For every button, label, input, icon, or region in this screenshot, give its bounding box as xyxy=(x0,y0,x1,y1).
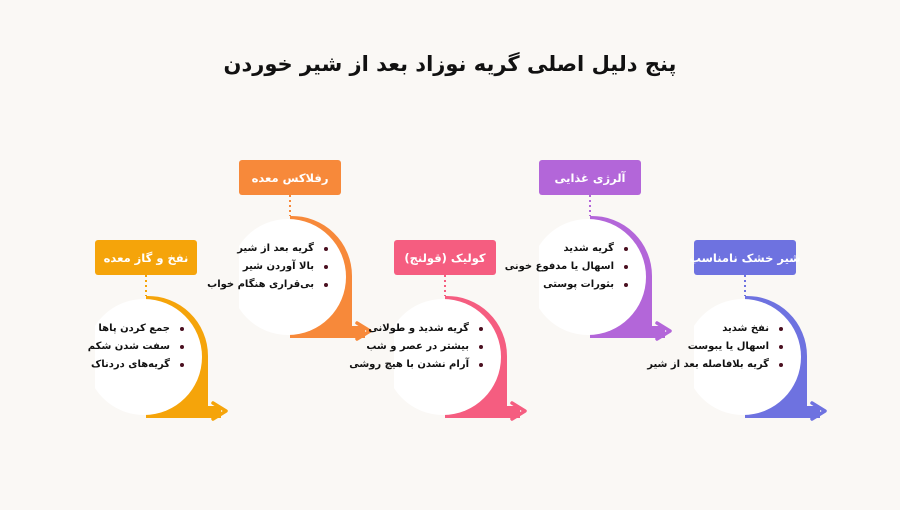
symptom-item: سفت شدن شکم xyxy=(88,338,184,356)
bullet-icon xyxy=(779,327,783,331)
bullet-icon xyxy=(180,327,184,331)
symptom-list: گریه شدید اسهال یا مدفوع خونی بثورات پوستی xyxy=(505,240,628,294)
bullet-icon xyxy=(779,345,783,349)
content-circle xyxy=(394,299,501,415)
symptom-list: نفخ شدید اسهال یا یبوست گریه بلافاصله بعد … xyxy=(647,320,783,374)
bullet-icon xyxy=(180,345,184,349)
symptom-item: جمع کردن پاها xyxy=(88,320,184,338)
bullet-icon xyxy=(479,345,483,349)
symptom-item: اسهال یا یبوست xyxy=(647,338,783,356)
arrow-right-icon xyxy=(510,401,527,421)
symptom-text: گریه شدید xyxy=(563,243,614,254)
symptom-item: بی‌قراری هنگام خواب xyxy=(207,276,328,294)
symptom-item: بیشتر در عصر و شب xyxy=(349,338,483,356)
bullet-icon xyxy=(779,363,783,367)
content-circle xyxy=(95,299,202,415)
content-circle xyxy=(239,219,346,335)
bullet-icon xyxy=(479,363,483,367)
cause-label: رفلاکس معده xyxy=(239,160,341,195)
bullet-icon xyxy=(180,363,184,367)
symptom-text: گریه شدید و طولانی xyxy=(368,323,469,334)
cause-card: رفلاکس معده گریه بعد از شیر بالا آوردن شی… xyxy=(207,160,439,430)
bullet-icon xyxy=(324,247,328,251)
symptom-text: بی‌قراری هنگام خواب xyxy=(207,279,314,290)
symptom-text: سفت شدن شکم xyxy=(87,341,170,352)
card-graphic xyxy=(539,195,672,341)
page-title: پنج دلیل اصلی گریه نوزاد بعد از شیر خورد… xyxy=(223,52,677,76)
symptom-text: بیشتر در عصر و شب xyxy=(366,341,469,352)
symptom-list: جمع کردن پاها سفت شدن شکم گریه‌های دردناک xyxy=(88,320,184,374)
card-graphic xyxy=(239,195,372,341)
symptom-item: اسهال یا مدفوع خونی xyxy=(505,258,628,276)
symptom-text: بالا آوردن شیر xyxy=(242,261,314,272)
bullet-icon xyxy=(324,283,328,287)
symptom-item: گریه بلافاصله بعد از شیر xyxy=(647,356,783,374)
symptom-text: گریه بعد از شیر xyxy=(237,243,314,254)
symptom-text: گریه بلافاصله بعد از شیر xyxy=(647,359,769,370)
bullet-icon xyxy=(479,327,483,331)
bullet-icon xyxy=(624,247,628,251)
cause-card: آلرژی غذایی گریه شدید اسهال یا مدفوع خونی… xyxy=(505,160,739,430)
symptom-item: گریه شدید xyxy=(505,240,628,258)
arrow-right-icon xyxy=(355,321,372,341)
symptom-text: آرام نشدن با هیچ روشی xyxy=(349,359,469,370)
bullet-icon xyxy=(624,265,628,269)
symptom-item: نفخ شدید xyxy=(647,320,783,338)
symptom-text: جمع کردن پاها xyxy=(98,323,170,334)
arrow-right-icon xyxy=(810,401,827,421)
symptom-list: گریه بعد از شیر بالا آوردن شیر بی‌قراری هن… xyxy=(207,240,328,294)
cause-card: شیر خشک نامناسب نفخ شدید اسهال یا یبوست گر… xyxy=(647,240,894,510)
card-graphic xyxy=(95,275,228,421)
arrow-right-icon xyxy=(655,321,672,341)
cause-label: شیر خشک نامناسب xyxy=(689,240,801,275)
cause-label: آلرژی غذایی xyxy=(539,160,641,195)
symptom-list: گریه شدید و طولانی بیشتر در عصر و شب آرام … xyxy=(349,320,483,374)
bullet-icon xyxy=(624,283,628,287)
bullet-icon xyxy=(324,265,328,269)
symptom-item: آرام نشدن با هیچ روشی xyxy=(349,356,483,374)
symptom-item: بثورات پوستی xyxy=(505,276,628,294)
symptom-text: اسهال یا یبوست xyxy=(687,341,769,352)
content-circle xyxy=(694,299,801,415)
card-graphic xyxy=(694,275,827,421)
cause-card: کولیک (قولنج) گریه شدید و طولانی بیشتر در… xyxy=(349,240,594,510)
symptom-text: گریه‌های دردناک xyxy=(91,359,170,370)
cause-label: نفخ و گاز معده xyxy=(95,240,197,275)
symptom-item: بالا آوردن شیر xyxy=(207,258,328,276)
symptom-text: اسهال یا مدفوع خونی xyxy=(504,261,614,272)
symptom-item: گریه‌های دردناک xyxy=(88,356,184,374)
card-graphic xyxy=(394,275,527,421)
symptom-item: گریه بعد از شیر xyxy=(207,240,328,258)
symptom-item: گریه شدید و طولانی xyxy=(349,320,483,338)
symptom-text: نفخ شدید xyxy=(722,323,769,334)
cause-label: کولیک (قولنج) xyxy=(394,240,496,275)
content-circle xyxy=(539,219,646,335)
symptom-text: بثورات پوستی xyxy=(543,279,614,290)
arrow-right-icon xyxy=(211,401,228,421)
cause-card: نفخ و گاز معده جمع کردن پاها سفت شدن شکم گ… xyxy=(88,240,295,510)
